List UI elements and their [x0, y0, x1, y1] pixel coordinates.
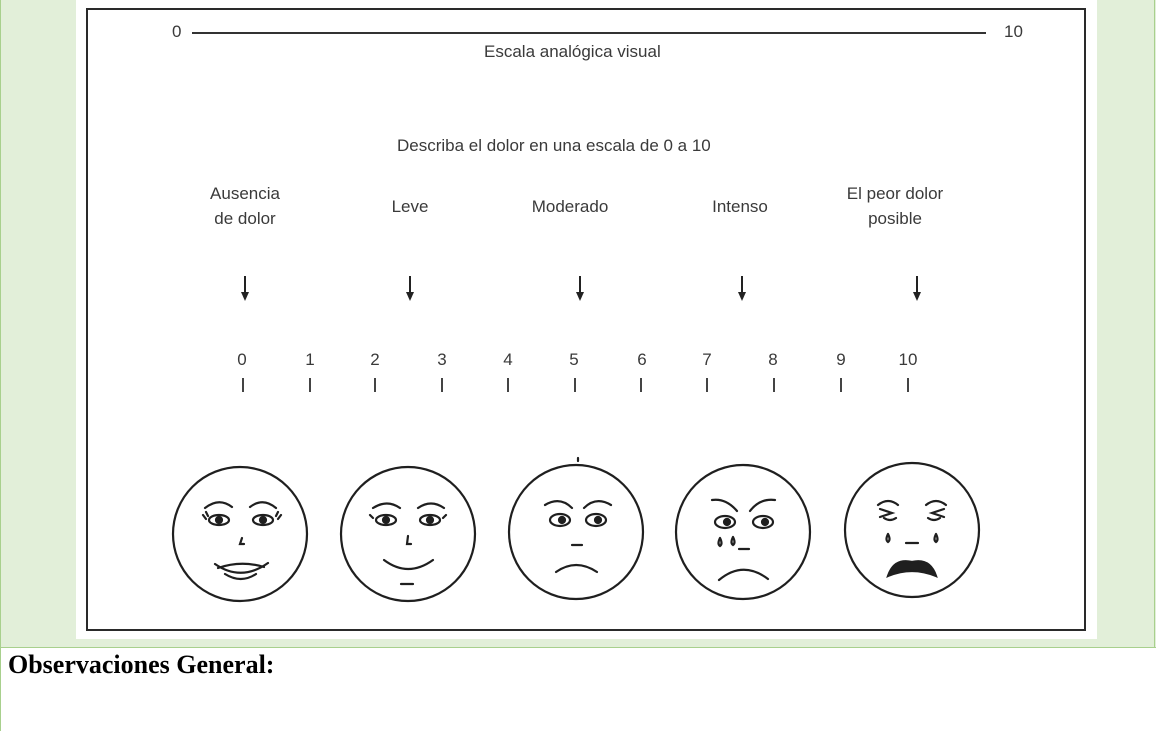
- arrow-down-icon: [576, 292, 584, 301]
- observations-label: Observaciones General:: [8, 650, 275, 679]
- worried-face-icon: [507, 456, 645, 601]
- content-face-icon: [339, 465, 477, 603]
- figure-frame: [86, 8, 1086, 631]
- scale-number: 5: [569, 350, 579, 369]
- category-label-moderate: Moderado: [531, 197, 609, 216]
- table-right-border: [1154, 0, 1155, 648]
- scale-number: 0: [237, 350, 247, 369]
- scale-number: 7: [702, 350, 712, 369]
- scale-number: 3: [437, 350, 447, 369]
- arrow-down-icon: [913, 292, 921, 301]
- arrow-down-icon: [244, 276, 246, 294]
- faces-row: [171, 456, 981, 603]
- smiling-face-icon: [171, 465, 309, 603]
- arrow-down-icon: [741, 276, 743, 294]
- scale-tick: [907, 378, 909, 392]
- scale-number: 1: [305, 350, 315, 369]
- scale-tick: [640, 378, 642, 392]
- scale-number: 4: [503, 350, 513, 369]
- arrow-down-icon: [409, 276, 411, 294]
- table-left-border: [0, 0, 1, 731]
- category-label-intense: Intenso: [712, 197, 768, 216]
- sad-face-icon: [674, 463, 812, 601]
- scale-tick: [242, 378, 244, 392]
- scale-title: Escala analógica visual: [484, 42, 661, 61]
- scale-tick: [840, 378, 842, 392]
- vas-start-label: 0: [172, 22, 182, 41]
- scale-tick: [574, 378, 576, 392]
- scale-tick: [441, 378, 443, 392]
- vas-end-label: 10: [1004, 22, 1023, 41]
- scale-tick: [773, 378, 775, 392]
- scale-tick: [507, 378, 509, 392]
- category-label-none: Ausencia de dolor: [210, 184, 280, 228]
- scale-tick: [309, 378, 311, 392]
- category-label-mild: Leve: [391, 197, 429, 216]
- scale-number: 8: [768, 350, 778, 369]
- scale-number: 9: [836, 350, 846, 369]
- vas-line: [192, 32, 986, 34]
- arrow-down-icon: [241, 292, 249, 301]
- category-label-worst: El peor dolor posible: [846, 184, 944, 228]
- arrow-down-icon: [916, 276, 918, 294]
- crying-mouth-icon: [886, 560, 938, 578]
- scale-instruction: Describa el dolor en una escala de 0 a 1…: [397, 136, 711, 155]
- arrow-down-icon: [579, 276, 581, 294]
- arrow-down-icon: [738, 292, 746, 301]
- scale-number: 10: [898, 350, 918, 369]
- scale-tick: [374, 378, 376, 392]
- scale-number: 6: [637, 350, 647, 369]
- scale-tick: [706, 378, 708, 392]
- scale-number: 2: [370, 350, 380, 369]
- arrow-down-icon: [406, 292, 414, 301]
- figure-background: [76, 0, 1097, 639]
- crying-face-icon: [843, 461, 981, 599]
